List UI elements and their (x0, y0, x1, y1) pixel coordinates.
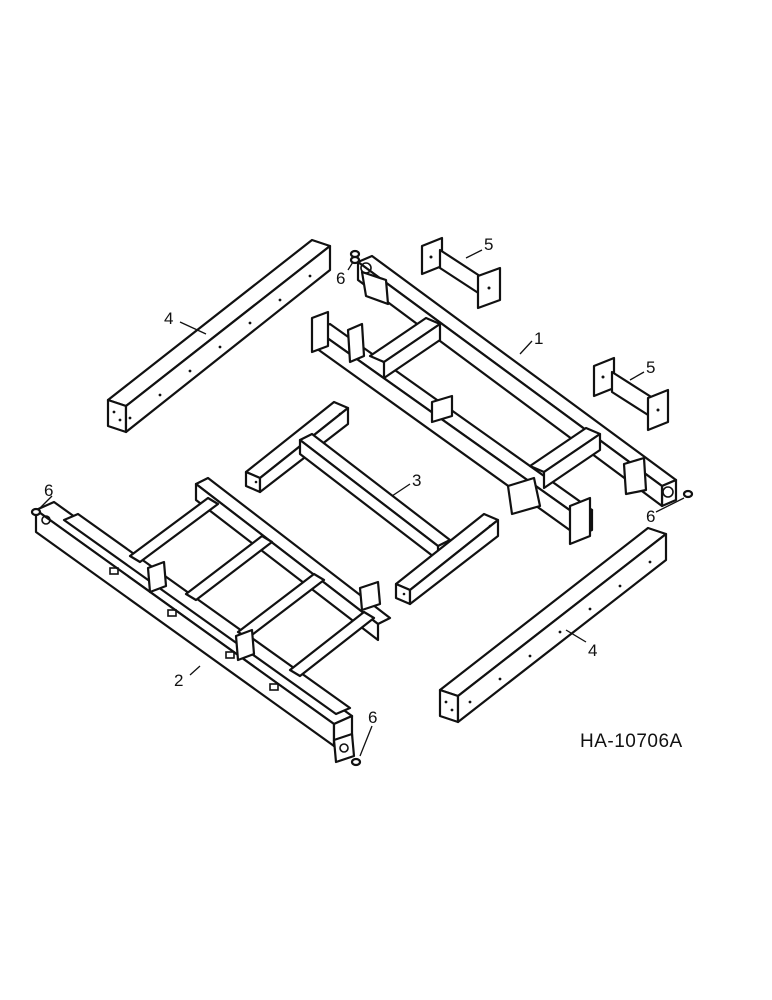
spacer-lower (592, 356, 670, 432)
ladder-rung-1 (128, 496, 220, 564)
spacer-upper (420, 236, 502, 310)
pin-6-c (682, 489, 694, 499)
ladder-rung-4 (288, 610, 376, 678)
callout-4-lower: 4 (588, 641, 597, 660)
ladder-rung-2 (184, 534, 274, 602)
main-frame-front-plate (310, 310, 330, 354)
side-rail-lower (438, 526, 668, 724)
side-rail-upper-holes (112, 274, 312, 422)
callout-6-bottom: 6 (368, 708, 377, 727)
slot-3 (225, 651, 235, 659)
callout-2: 2 (174, 671, 183, 690)
hitch-bracket-left (346, 322, 366, 364)
slot-4 (269, 683, 279, 691)
callout-4-upper: 4 (164, 309, 173, 328)
slot-1 (109, 567, 119, 575)
callout-6-right: 6 (646, 507, 655, 526)
side-rail-lower-holes (444, 560, 652, 712)
ladder-rung-3 (236, 572, 326, 640)
ladder-bracket-1 (146, 560, 168, 594)
slot-2 (167, 609, 177, 617)
leader-lines (39, 249, 685, 757)
callout-1: 1 (534, 329, 543, 348)
pin-6-b (30, 507, 42, 517)
ladder-end-plate (332, 732, 356, 764)
main-frame (310, 254, 678, 546)
ladder-bracket-2 (234, 628, 256, 662)
callout-3: 3 (412, 471, 421, 490)
ladder-pivot-rear (339, 743, 349, 753)
callout-6-left: 6 (44, 481, 53, 500)
h-frame (244, 400, 500, 606)
pin-6-a (349, 249, 361, 265)
center-plate (430, 394, 454, 424)
drawing-id-label: HA-10706A (580, 731, 683, 752)
hitch-bracket-top (360, 270, 390, 306)
ladder-pivot-front (41, 515, 51, 525)
ladder-bracket-3 (358, 580, 382, 612)
mount-bracket-right (622, 456, 648, 496)
hitch-bracket-rear (506, 476, 542, 516)
pivot-hole-rear (662, 486, 674, 498)
pin-6-d (350, 757, 362, 767)
callout-6-top: 6 (336, 269, 345, 288)
ladder-frame (34, 476, 392, 764)
pivot-hole-front (360, 262, 372, 274)
callout-5-upper: 5 (484, 235, 493, 254)
side-rail-upper (106, 238, 332, 434)
callout-5-lower: 5 (646, 358, 655, 377)
main-frame-rear-plate (568, 496, 592, 546)
